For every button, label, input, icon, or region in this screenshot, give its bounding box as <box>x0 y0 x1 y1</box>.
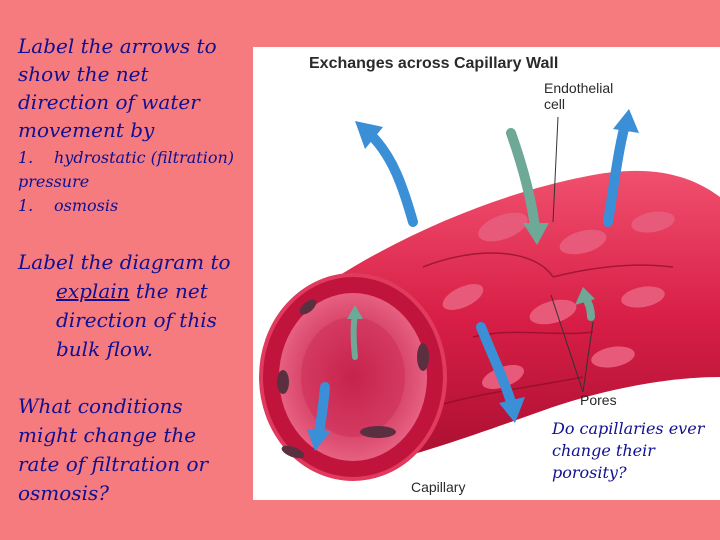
explain-word: explain <box>56 279 130 303</box>
q2-line3: direction of this <box>56 308 217 332</box>
q2-line2: explain the net <box>18 277 238 306</box>
pressure-list: 1.hydrostatic (filtration) pressure 1.os… <box>18 146 243 218</box>
question-arrow-labels: Label the arrows to show the net directi… <box>18 34 217 142</box>
arrow-green-right <box>575 287 595 321</box>
question-conditions: What conditions might change the rate of… <box>18 394 209 505</box>
arrow-green-inner <box>347 305 363 360</box>
q2-line4: bulk flow. <box>56 337 154 361</box>
question-label-diagram: Label the diagram to explain the net dir… <box>18 248 238 364</box>
figure-title: Exchanges across Capillary Wall <box>309 55 559 72</box>
endothelial-cell-label: Endothelial cell <box>544 80 644 112</box>
list-item: 1. osmosis <box>18 194 243 218</box>
question-porosity: Do capillaries ever change their porosit… <box>552 419 705 482</box>
capillary-figure: Exchanges across Capillary Wall Endothel… <box>253 47 720 500</box>
leader-lines <box>550 116 594 393</box>
arrow-blue-bottom-left <box>307 382 331 451</box>
arrow-blue-top-right <box>603 109 639 227</box>
list-item-text: osmosis <box>54 196 119 215</box>
capillary-label: Capillary <box>411 479 466 495</box>
endothelial-label-line1: Endothelial <box>544 80 614 96</box>
arrow-blue-bottom-center <box>476 322 525 423</box>
q2-line1: Label the diagram to <box>18 250 231 274</box>
pores-label: Pores <box>580 392 617 408</box>
arrow-blue-top-left <box>355 121 418 227</box>
endothelial-label-line2: cell <box>544 96 566 112</box>
list-number: 1. <box>18 148 34 167</box>
capillary-lumen <box>259 273 447 481</box>
arrow-green-center <box>506 128 549 245</box>
q2-rest: the net <box>135 279 208 303</box>
list-item-text: hydrostatic (filtration) pressure <box>18 148 235 191</box>
capillary-illustration <box>259 109 720 481</box>
list-item: 1.hydrostatic (filtration) pressure <box>18 146 243 194</box>
list-number: 1. <box>18 196 34 215</box>
